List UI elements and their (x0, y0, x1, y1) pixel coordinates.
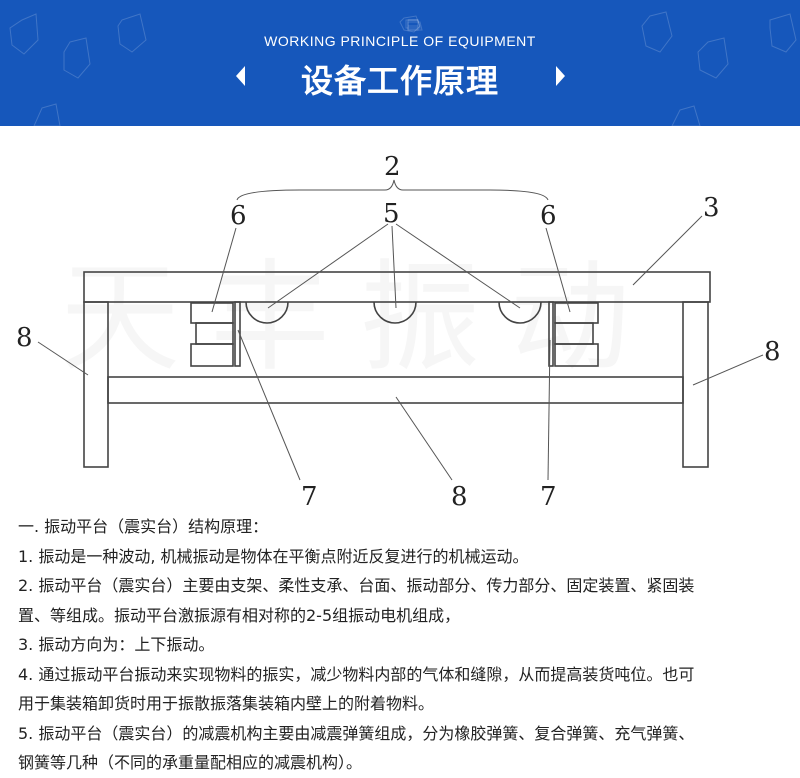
leader-lines (37, 179, 764, 481)
spring-right (554, 302, 599, 367)
label-7-right: 7 (540, 482, 557, 506)
spring-left (190, 302, 234, 367)
label-8-right: 8 (764, 337, 781, 367)
label-6-right: 6 (540, 201, 557, 231)
text-line: 5. 振动平台（震实台）的减震机构主要由减震弹簧组成，分为橡胶弹簧、复合弹簧、充… (18, 723, 695, 743)
label-2: 2 (384, 152, 401, 182)
leg-right (682, 301, 709, 468)
text-line: 2. 振动平台（震实台）主要由支架、柔性支承、台面、振动部分、传力部分、固定装置… (18, 576, 695, 595)
label-8-left: 8 (16, 323, 33, 353)
label-8-bottom: 8 (451, 482, 468, 506)
arrow-left-icon (236, 66, 245, 86)
text-line: 置、等组成。振动平台激振源有相对称的2-5组振动电机组成， (18, 605, 461, 625)
label-6-left: 6 (230, 201, 247, 231)
label-5: 5 (383, 199, 400, 229)
crossbar (107, 376, 684, 404)
motor-2 (373, 301, 417, 324)
leg-left (83, 301, 109, 468)
motor-3 (498, 301, 542, 324)
label-7-left: 7 (301, 482, 318, 506)
plate-right (548, 301, 554, 367)
banner-subtitle: WORKING PRINCIPLE OF EQUIPMENT (264, 33, 536, 49)
banner-title: 设备工作原理 (300, 62, 499, 100)
label-3: 3 (703, 193, 720, 223)
text-line: 4. 通过振动平台振动来实现物料的振实，减少物料内部的气体和缝隙，从而提高装货吨… (18, 664, 695, 684)
section-heading: 一. 振动平台（震实台）结构原理： (18, 517, 269, 536)
text-line: 钢簧等几种（不同的承重量配相应的减震机构）。 (18, 753, 363, 772)
motor-1 (245, 301, 289, 324)
principle-description: 一. 振动平台（震实台）结构原理： 1. 振动是一种波动, 机械振动是物体在平衡… (18, 512, 798, 778)
header-banner: WORKING PRINCIPLE OF EQUIPMENT 设备工作原理 (0, 0, 800, 126)
text-line: 3. 振动方向为：上下振动。 (18, 635, 215, 654)
text-line: 1. 振动是一种波动, 机械振动是物体在平衡点附近反复进行的机械运动。 (18, 546, 529, 566)
table-top (83, 271, 711, 303)
hexagon-pattern (9, 11, 797, 126)
text-line: 用于集装箱卸货时用于振散振落集装箱内壁上的附着物料。 (18, 694, 435, 713)
arrow-right-icon (556, 66, 565, 86)
vibration-table-diagram: 2 5 6 6 3 8 8 7 8 7 (16, 152, 781, 506)
